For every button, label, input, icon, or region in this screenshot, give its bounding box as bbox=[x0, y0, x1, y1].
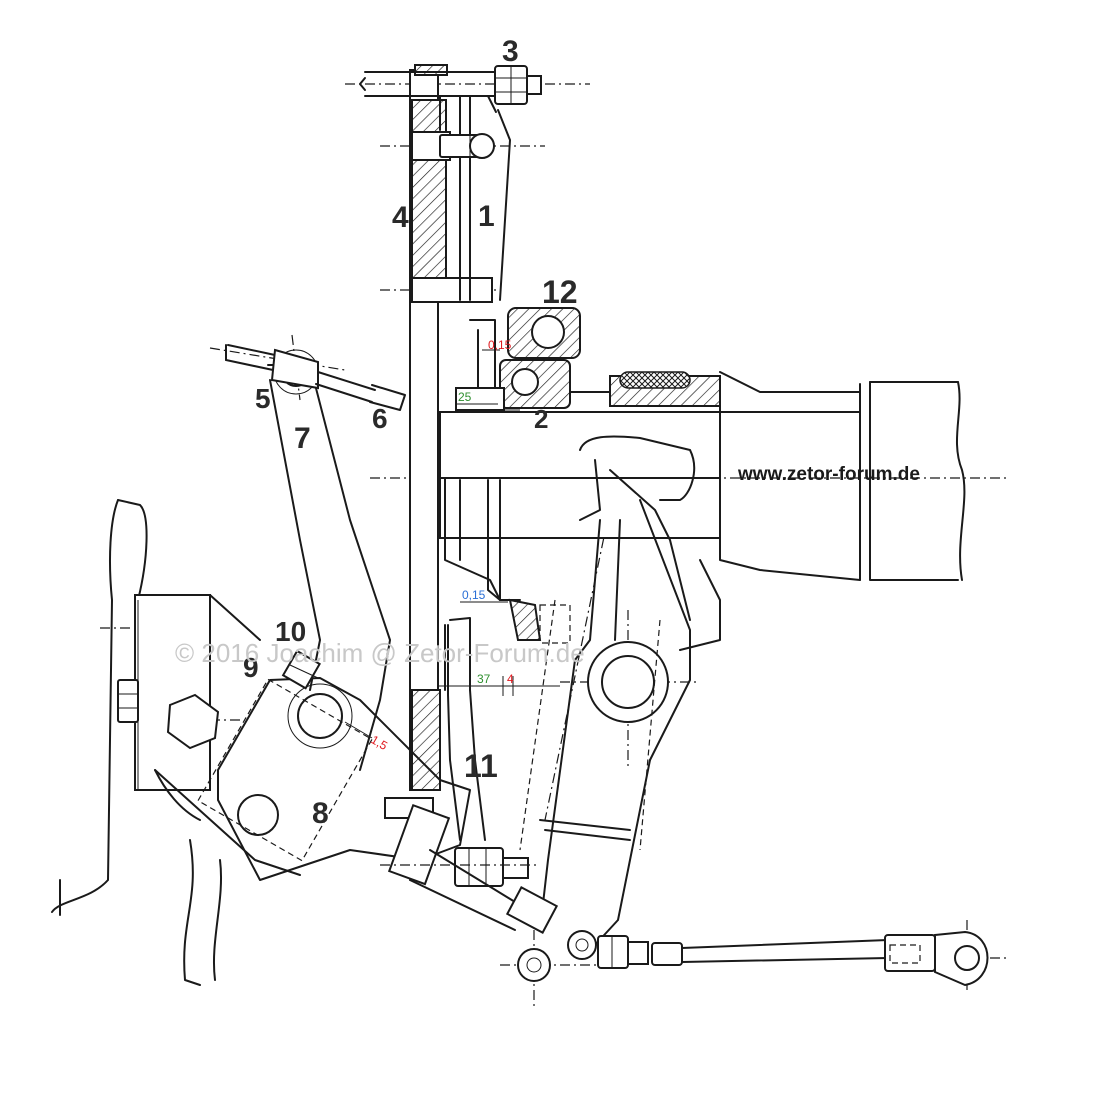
bolt-frame-upper bbox=[439, 132, 495, 160]
dim-length-mid: 37 bbox=[477, 672, 491, 686]
center-lines bbox=[100, 83, 1010, 1010]
dim-length-top: 25 bbox=[458, 390, 472, 404]
dim-gap-mid: 0,15 bbox=[462, 588, 486, 602]
bolt-nut-top bbox=[494, 65, 542, 105]
dim-clearance: 1,5 bbox=[369, 732, 391, 753]
thrust-piece bbox=[444, 598, 571, 691]
copyright-watermark: © 2016 Joachim @ Zetor-Forum.de bbox=[175, 638, 585, 668]
dim-gap-top: 0,15 bbox=[488, 338, 512, 352]
part-label-5: 5 bbox=[255, 383, 271, 414]
bearing-housing bbox=[455, 307, 581, 411]
part-label-1: 1 bbox=[478, 200, 495, 233]
left-body bbox=[51, 499, 301, 986]
part-label-4: 4 bbox=[392, 201, 409, 234]
part-label-3: 3 bbox=[502, 35, 519, 68]
website-label: www.zetor-forum.de bbox=[737, 464, 920, 485]
part-label-7: 7 bbox=[294, 422, 311, 455]
part-label-9: 9 bbox=[243, 652, 259, 683]
frame-wall bbox=[409, 64, 493, 791]
link-plate bbox=[197, 649, 471, 881]
part-label-10: 10 bbox=[275, 616, 306, 647]
part-label-12: 12 bbox=[542, 274, 578, 310]
part-label-6: 6 bbox=[372, 403, 388, 434]
part-label-8: 8 bbox=[312, 797, 329, 830]
part-label-11: 11 bbox=[464, 748, 498, 784]
top-bracket bbox=[359, 71, 511, 301]
bottom-rod bbox=[409, 849, 989, 987]
part-labels: 1 2 3 4 5 6 7 8 9 10 11 12 bbox=[243, 35, 578, 830]
adjuster-rod bbox=[225, 344, 406, 411]
part-label-2: 2 bbox=[534, 404, 548, 434]
spring-bracket bbox=[380, 624, 540, 887]
fork-lever bbox=[519, 435, 696, 946]
dim-offset-mid: 4 bbox=[507, 672, 514, 686]
